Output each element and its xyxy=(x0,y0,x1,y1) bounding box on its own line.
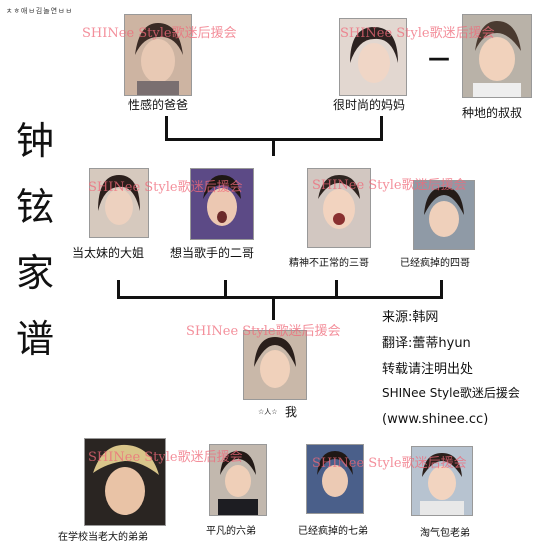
self-caption: 我 xyxy=(285,405,298,419)
fourth-brother-photo xyxy=(413,180,475,250)
credit-website: (www.shinee.cc) xyxy=(382,412,489,427)
watermark: SHINee Style歌迷后援会 xyxy=(312,456,467,471)
third-brother-photo xyxy=(307,168,371,248)
dash-separator: — xyxy=(428,46,450,71)
eldest-sister-caption: 当太妹的大姐 xyxy=(72,246,145,260)
title-char-1: 钟 xyxy=(16,119,55,163)
seventh-brother-caption: 已经疯掉的七弟 xyxy=(298,526,368,537)
sixth-brother-caption: 平凡的六弟 xyxy=(206,526,256,537)
mother-photo xyxy=(339,18,407,96)
title-char-3: 家 xyxy=(16,251,55,295)
father-caption: 性感的爸爸 xyxy=(128,98,189,112)
credit-repost-note: 转载请注明出处 xyxy=(382,362,474,377)
connector-line xyxy=(335,280,338,298)
person-portrait-icon xyxy=(125,15,191,95)
watermark: SHINee Style歌迷后援会 xyxy=(88,180,243,195)
credit-fanclub: SHINee Style歌迷后援会 xyxy=(382,386,520,400)
watermark: SHINee Style歌迷后援会 xyxy=(340,26,495,41)
fourth-brother-caption: 已经疯掉的四哥 xyxy=(400,258,470,269)
header-doodle-text: ㅊㅎ애ㅂ김놀연ㅂㅂ xyxy=(6,7,73,15)
uncle-photo xyxy=(462,14,532,98)
credit-source: 来源:韩网 xyxy=(382,310,439,325)
fifth-brother-caption: 在学校当老大的弟弟 xyxy=(58,532,148,543)
sixth-brother-photo xyxy=(209,444,267,516)
watermark: SHINee Style歌迷后援会 xyxy=(312,178,467,193)
self-prefix-doodle: ☆人☆ xyxy=(258,408,278,416)
connector-line xyxy=(117,296,443,299)
title-char-4: 谱 xyxy=(16,317,55,361)
youngest-brother-caption: 淘气包老弟 xyxy=(420,528,470,539)
uncle-caption: 种地的叔叔 xyxy=(462,106,523,120)
second-brother-caption: 想当歌手的二哥 xyxy=(170,246,255,260)
third-brother-caption: 精神不正常的三哥 xyxy=(289,258,369,269)
self-photo xyxy=(243,330,307,400)
title-char-2: 铉 xyxy=(16,185,55,229)
connector-line xyxy=(272,296,275,320)
connector-line xyxy=(440,280,443,298)
connector-line xyxy=(380,116,383,140)
watermark: SHINee Style歌迷后援会 xyxy=(82,26,237,41)
watermark: SHINee Style歌迷后援会 xyxy=(88,450,243,465)
credit-translator: 翻译:蕾蒂hyun xyxy=(382,336,471,351)
youngest-brother-photo xyxy=(411,446,473,516)
mother-caption: 很时尚的妈妈 xyxy=(333,98,406,112)
father-photo xyxy=(124,14,192,96)
connector-line xyxy=(224,280,227,298)
second-brother-photo xyxy=(190,168,254,240)
watermark: SHINee Style歌迷后援会 xyxy=(186,324,341,339)
connector-line xyxy=(165,116,168,140)
fifth-brother-photo xyxy=(84,438,166,526)
seventh-brother-photo xyxy=(306,444,364,514)
connector-line xyxy=(117,280,120,298)
eldest-sister-photo xyxy=(89,168,149,238)
connector-line xyxy=(272,138,275,156)
